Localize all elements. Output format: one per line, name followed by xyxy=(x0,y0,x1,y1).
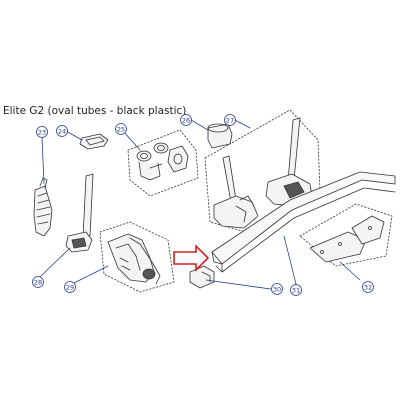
part-32-group-outline xyxy=(299,203,393,267)
svg-text:25: 25 xyxy=(117,125,125,133)
svg-text:32: 32 xyxy=(364,283,372,291)
diagram-title: Elite G2 (oval tubes - black plastic) xyxy=(3,105,187,117)
part-27-fork-arm xyxy=(213,155,259,229)
part-29-group-outline xyxy=(99,221,175,293)
callout-24: 24 xyxy=(56,125,68,137)
part-25-knobs xyxy=(136,142,189,181)
callout-28: 28 xyxy=(32,276,44,288)
part-27-mount-arm xyxy=(265,117,313,207)
callout-30: 30 xyxy=(271,283,283,295)
callout-27: 27 xyxy=(224,114,236,126)
part-28-wheel-arm xyxy=(65,173,94,253)
svg-text:31: 31 xyxy=(292,286,300,294)
part-23-ratchet-strap xyxy=(33,177,53,237)
svg-text:26: 26 xyxy=(182,116,190,124)
svg-text:27: 27 xyxy=(226,116,234,124)
callout-26: 26 xyxy=(180,114,192,126)
svg-text:24: 24 xyxy=(58,127,66,135)
part-25-group-outline xyxy=(127,129,199,197)
callout-29: 29 xyxy=(64,281,76,293)
leader-lines xyxy=(39,119,361,291)
svg-text:30: 30 xyxy=(273,285,281,293)
part-30-end-clip xyxy=(189,265,215,289)
svg-text:29: 29 xyxy=(66,283,74,291)
svg-text:28: 28 xyxy=(34,278,42,286)
svg-text:23: 23 xyxy=(38,128,46,136)
callout-25: 25 xyxy=(115,123,127,135)
part-32-plate xyxy=(309,215,385,263)
part-26-end-cap xyxy=(207,123,233,149)
callout-31: 31 xyxy=(290,284,302,296)
part-31-rail xyxy=(211,171,396,273)
part-24-pad xyxy=(79,133,109,150)
highlight-arrow xyxy=(173,244,210,272)
part-29-wheel-holder xyxy=(107,233,161,285)
callout-23: 23 xyxy=(36,126,48,138)
callout-32: 32 xyxy=(362,281,374,293)
